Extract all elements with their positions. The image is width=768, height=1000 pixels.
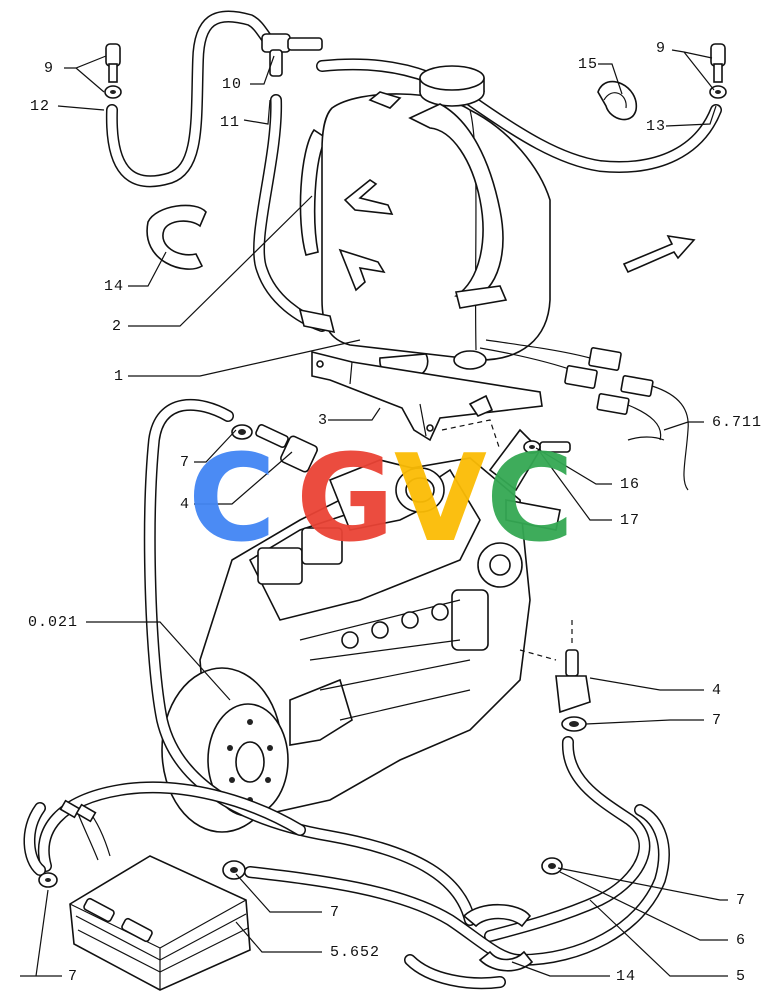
callout-14-top: 14 bbox=[104, 278, 124, 295]
callout-11: 11 bbox=[220, 114, 240, 131]
fitting-16-17 bbox=[523, 440, 571, 454]
watermark-letter-3: V bbox=[394, 430, 487, 569]
callout-7-right-lower: 7 bbox=[736, 892, 746, 909]
callout-14-bottom: 14 bbox=[616, 968, 636, 985]
bracket-3 bbox=[311, 350, 543, 442]
clamp-7-lower-right bbox=[541, 857, 563, 875]
callout-7-bottom-left: 7 bbox=[68, 968, 78, 985]
callout-7-center: 7 bbox=[330, 904, 340, 921]
fitting-9-right bbox=[709, 43, 727, 99]
callout-17: 17 bbox=[620, 512, 640, 529]
upper-hoses bbox=[105, 10, 722, 332]
callout-2: 2 bbox=[112, 318, 122, 335]
tee-connector-10 bbox=[261, 33, 323, 77]
expansion-tank bbox=[298, 65, 551, 380]
clip-15 bbox=[597, 80, 637, 121]
leader-lines bbox=[20, 49, 728, 977]
callout-10: 10 bbox=[222, 76, 242, 93]
callout-7-upper: 7 bbox=[180, 454, 190, 471]
callout-labels: 9 12 10 11 15 9 13 14 2 1 3 6.711 7 4 16… bbox=[28, 40, 762, 985]
fitting-4-upper bbox=[231, 423, 318, 473]
callout-3: 3 bbox=[318, 412, 328, 429]
fitting-4-lower bbox=[519, 620, 591, 732]
callout-1: 1 bbox=[114, 368, 124, 385]
clamp-7-lower-left bbox=[38, 872, 58, 888]
callout-6-711: 6.711 bbox=[712, 414, 762, 431]
clamp-7-lower-mid bbox=[222, 860, 246, 880]
callout-5: 5 bbox=[736, 968, 746, 985]
brand-watermark: C G V C bbox=[188, 430, 574, 569]
callout-16: 16 bbox=[620, 476, 640, 493]
watermark-letter-4: C bbox=[486, 430, 574, 569]
callout-4-lower: 4 bbox=[712, 682, 722, 699]
watermark-letter-2: G bbox=[296, 430, 395, 569]
direction-arrow bbox=[622, 234, 696, 274]
callout-9-right: 9 bbox=[656, 40, 666, 57]
callout-5-652: 5.652 bbox=[330, 944, 380, 961]
callout-4-upper: 4 bbox=[180, 496, 190, 513]
callout-12: 12 bbox=[30, 98, 50, 115]
callout-13: 13 bbox=[646, 118, 666, 135]
watermark-letter-1: C bbox=[188, 430, 276, 569]
ecu-module bbox=[59, 799, 251, 991]
sensor-harness bbox=[441, 339, 689, 491]
callout-0-021: 0.021 bbox=[28, 614, 78, 631]
clamp-14-bottom bbox=[462, 904, 534, 972]
clamp-14-top bbox=[146, 204, 207, 270]
callout-15: 15 bbox=[578, 56, 598, 73]
callout-7-right-upper: 7 bbox=[712, 712, 722, 729]
fitting-9-left bbox=[104, 43, 122, 99]
return-hose-left bbox=[143, 399, 476, 926]
engine-block bbox=[161, 428, 561, 833]
callout-6: 6 bbox=[736, 932, 746, 949]
callout-9-left: 9 bbox=[44, 60, 54, 77]
